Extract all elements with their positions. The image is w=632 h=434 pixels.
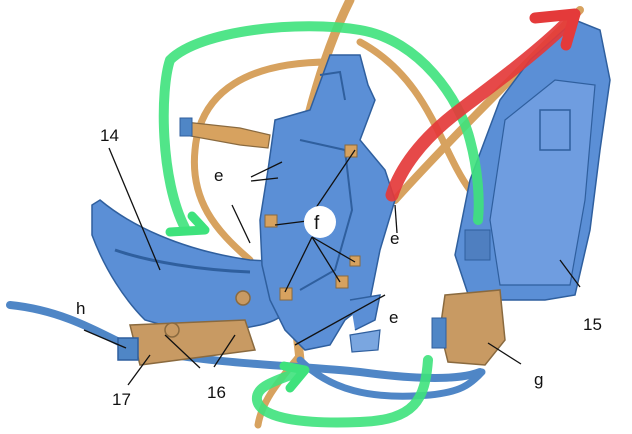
part-16-bolt-left [164,322,180,338]
part-17-bracket [129,319,256,366]
label-e-top-bg [210,163,232,185]
lock-body-hook [349,294,381,331]
label-f-bg [304,206,336,238]
connector-h [117,337,139,361]
callout-g: g [534,370,543,389]
connector-g [439,289,506,366]
callout-14: 14 [100,126,119,145]
lock-body-rib-2 [319,70,346,101]
callout-e-top: e [214,166,223,185]
connector-g-plug [431,317,447,349]
tan-cable-left-loop [190,58,334,264]
red-routing-arrow-head [529,8,581,51]
red-routing-arrow [385,13,577,202]
part-16-bolt-right [235,290,251,306]
callout-h: h [76,299,85,318]
lock-body-clip [349,329,381,353]
callout-17: 17 [112,390,131,409]
module-15-detail [539,109,571,151]
green-routing-arrow-upper [158,21,484,233]
tan-cable-lower [254,351,304,429]
lock-body [259,54,396,351]
callout-16: 16 [207,383,226,402]
module-15-face [489,79,596,286]
green-routing-arrow-lower [252,355,433,428]
callout-15: 15 [583,315,602,334]
callout-e-low: e [389,308,398,327]
clip-f-5 [349,255,361,267]
module-15-detail-2 [464,229,491,261]
clip-f-4 [335,275,349,289]
clip-f-2 [264,214,278,228]
callout-f: f [314,213,320,234]
tan-cable-right-loop [356,38,474,194]
clip-f-3 [279,287,293,301]
cable-end-blue-clip [179,117,193,137]
callout-e-mid: e [390,229,399,248]
lock-body-rib [299,139,354,291]
green-routing-arrow-lower-head [279,361,310,393]
part-14-slot [114,248,251,274]
label-e-low-bg [385,305,407,327]
green-routing-arrow-upper-head [165,211,210,237]
